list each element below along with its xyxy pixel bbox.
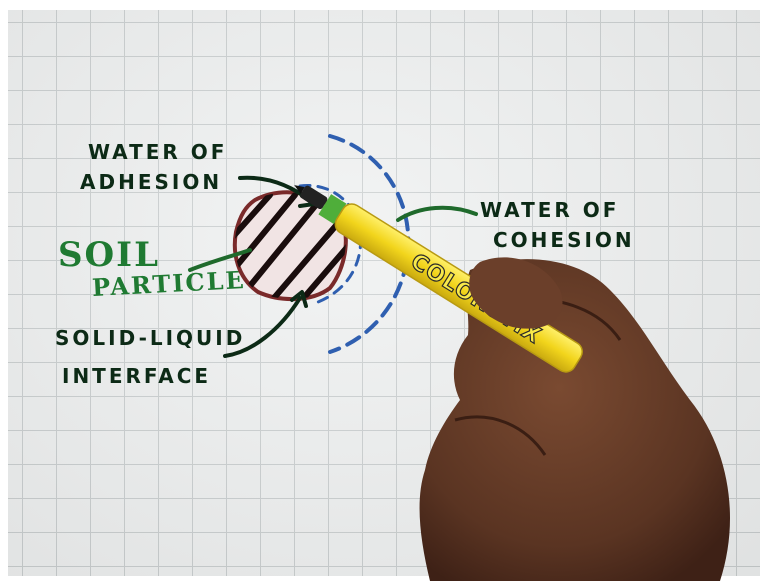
- arrow-cohesion: [398, 208, 476, 220]
- arrow-interface: [225, 298, 300, 356]
